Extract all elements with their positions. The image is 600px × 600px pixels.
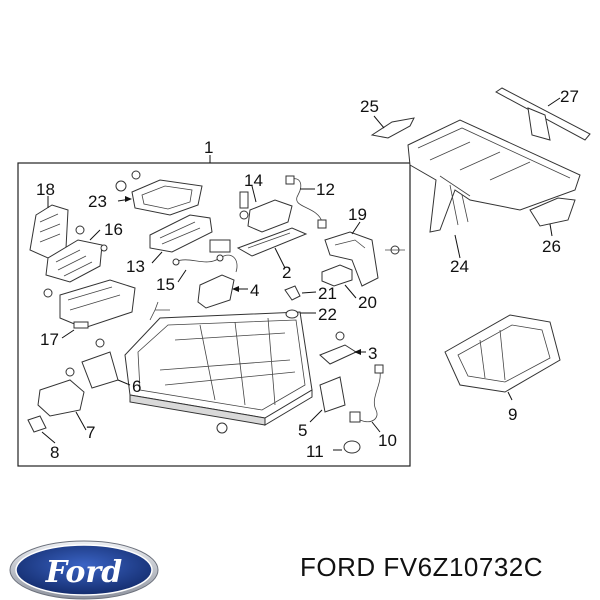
part-20-sensor bbox=[321, 264, 353, 287]
part-21-clip bbox=[284, 285, 301, 301]
part-16-module bbox=[45, 239, 103, 283]
part-2-rail bbox=[236, 227, 308, 257]
part-24-support bbox=[407, 119, 581, 233]
callout-2: 2 bbox=[282, 263, 291, 282]
part-number-caption: FORD FV6Z10732C bbox=[300, 552, 544, 582]
callout-23: 23 bbox=[88, 192, 107, 211]
callout-4: 4 bbox=[250, 281, 259, 300]
callout-17: 17 bbox=[40, 330, 59, 349]
part-7-tray bbox=[37, 379, 85, 417]
callout-1: 1 bbox=[204, 138, 213, 157]
part-26-bracket bbox=[529, 197, 576, 227]
assembly-frame bbox=[17, 162, 411, 467]
callout-16: 16 bbox=[104, 220, 123, 239]
part-22-grommet bbox=[285, 309, 299, 319]
part-27-crossmember bbox=[495, 87, 591, 141]
part-10-harness bbox=[349, 364, 384, 423]
callout-19: 19 bbox=[348, 205, 367, 224]
part-5-bracket bbox=[319, 376, 346, 413]
callout-21: 21 bbox=[318, 284, 337, 303]
callout-3: 3 bbox=[368, 344, 377, 363]
part-8-clip bbox=[27, 415, 47, 433]
callout-7: 7 bbox=[86, 423, 95, 442]
part-3-bracket bbox=[319, 344, 358, 365]
callout-5: 5 bbox=[298, 421, 307, 440]
part-9-tray bbox=[444, 314, 561, 393]
callout-26: 26 bbox=[542, 237, 561, 256]
battery-tray-part bbox=[124, 301, 313, 426]
callout-10: 10 bbox=[378, 431, 397, 450]
ford-logo-script: Ford bbox=[45, 555, 122, 590]
callout-8: 8 bbox=[50, 443, 59, 462]
part-23-nut bbox=[115, 180, 127, 192]
callout-6: 6 bbox=[132, 377, 141, 396]
part-6-bracket bbox=[65, 338, 119, 389]
callout-25: 25 bbox=[360, 97, 379, 116]
callout-24: 24 bbox=[450, 257, 469, 276]
part-17-box bbox=[43, 279, 136, 329]
part-25-bracket bbox=[370, 117, 415, 139]
callout-14: 14 bbox=[244, 171, 263, 190]
part-4-bracket bbox=[197, 274, 235, 309]
part-12-cable bbox=[285, 175, 327, 229]
callout-20: 20 bbox=[358, 293, 377, 312]
callout-18: 18 bbox=[36, 180, 55, 199]
part-23-cover bbox=[131, 179, 203, 216]
callout-27: 27 bbox=[560, 87, 579, 106]
part-14-junction bbox=[239, 191, 293, 233]
callout-12: 12 bbox=[316, 180, 335, 199]
callout-15: 15 bbox=[156, 275, 175, 294]
part-15-harness bbox=[172, 239, 238, 273]
callout-9: 9 bbox=[508, 405, 517, 424]
callout-11: 11 bbox=[306, 442, 324, 461]
callout-13: 13 bbox=[126, 257, 145, 276]
callout-22: 22 bbox=[318, 305, 337, 324]
ford-logo: Ford bbox=[9, 540, 159, 600]
part-11-grommet bbox=[343, 440, 361, 454]
part-19-bracket bbox=[324, 231, 379, 287]
part-13-plate bbox=[149, 214, 213, 253]
